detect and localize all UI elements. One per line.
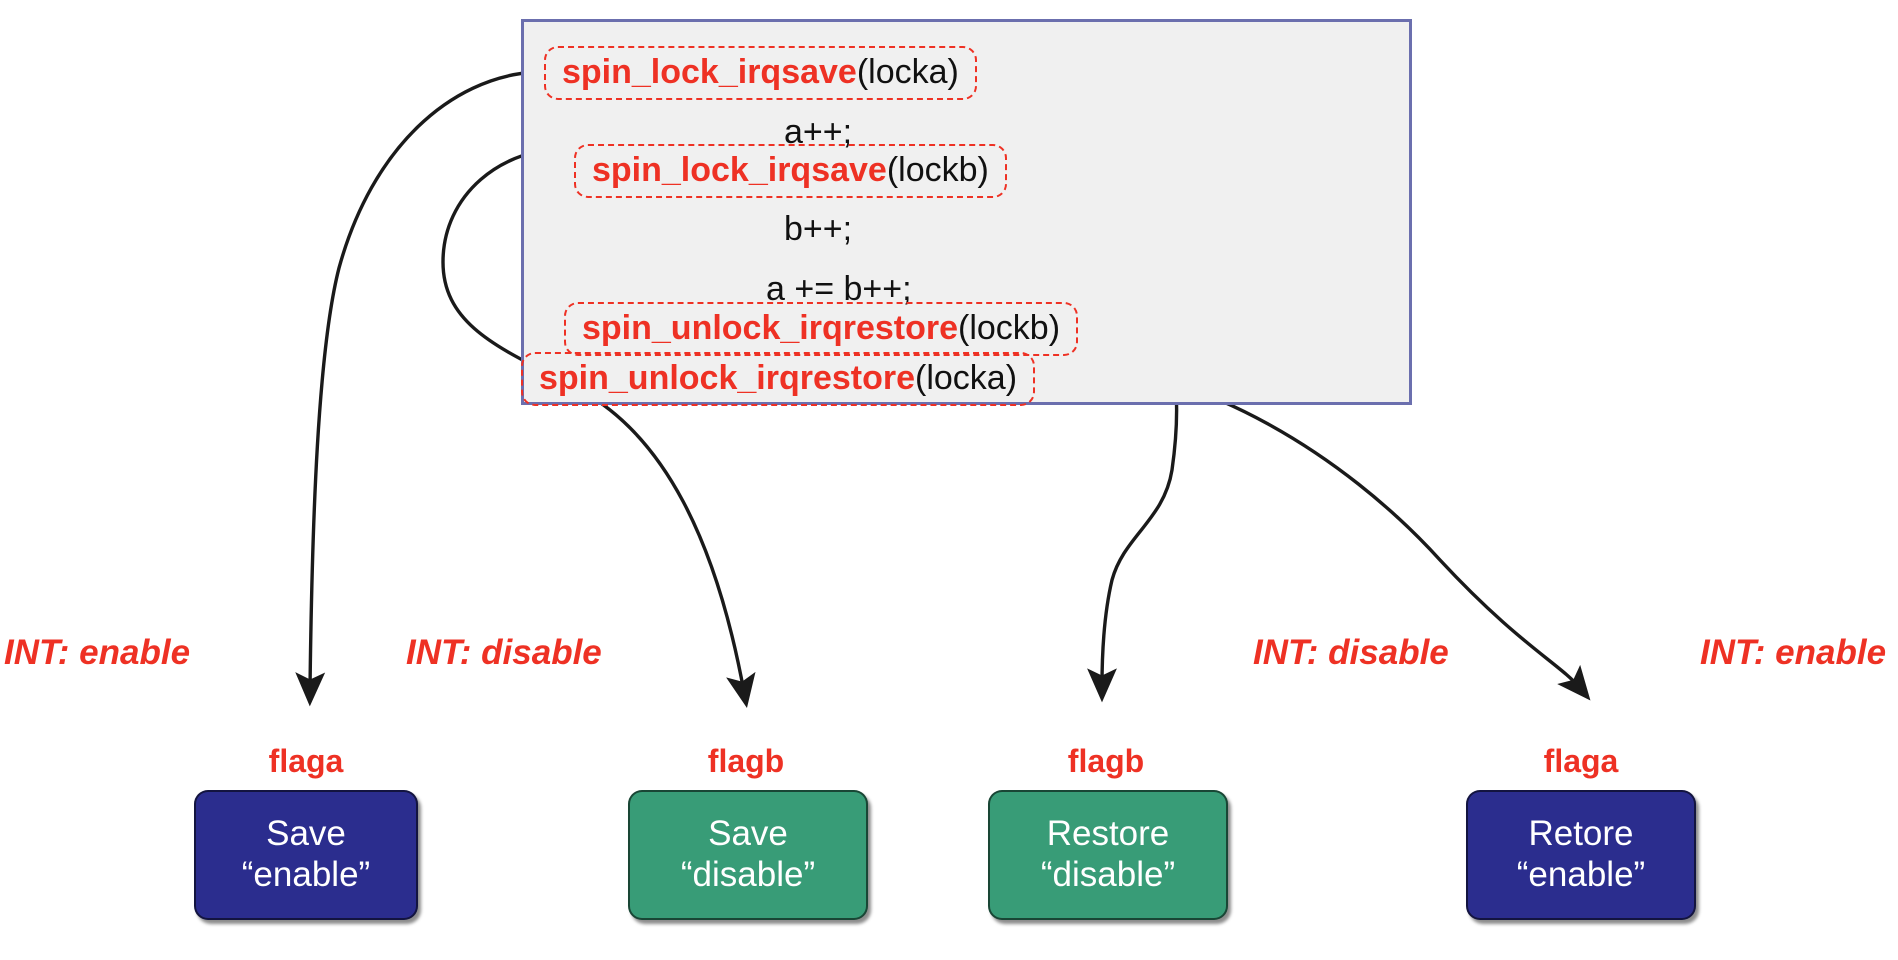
fn-arg: (lockb) <box>886 151 989 189</box>
int-label-1: INT: enable <box>4 633 191 672</box>
state-box-flagb-save[interactable]: Save “disable” <box>628 790 868 920</box>
code-stmt-a-plus-eq-b: a += b++; <box>766 270 912 308</box>
fn-name: spin_lock_irqsave <box>562 53 857 91</box>
state-box-flagb-restore[interactable]: Restore “disable” <box>988 790 1228 920</box>
state-box-action: Retore <box>1528 814 1634 854</box>
fn-arg: (locka) <box>915 359 1018 397</box>
code-stmt-a-incr: a++; <box>784 113 853 151</box>
arrow-lock-locka-to-flaga-save <box>295 70 535 707</box>
flag-label-flaga-restore: flaga <box>1543 743 1619 779</box>
state-box-action: Save <box>708 814 788 854</box>
state-box-value: “enable” <box>1516 855 1646 894</box>
code-panel: spin_lock_irqsave(locka) a++; spin_lock_… <box>521 19 1412 406</box>
flag-label-flaga-save: flaga <box>268 743 344 779</box>
fn-name: spin_unlock_irqrestore <box>539 359 916 397</box>
fn-name: spin_lock_irqsave <box>592 151 887 189</box>
state-box-value: “disable” <box>1040 855 1176 894</box>
code-call-spin-lock-irqsave-locka[interactable]: spin_lock_irqsave(locka) <box>544 46 977 100</box>
state-box-value: “enable” <box>241 855 371 894</box>
code-call-spin-unlock-irqrestore-locka[interactable]: spin_unlock_irqrestore(locka) <box>521 352 1036 406</box>
int-label-2: INT: disable <box>406 633 602 672</box>
state-box-flaga-save[interactable]: Save “enable” <box>194 790 418 920</box>
fn-arg: (lockb) <box>958 309 1061 347</box>
state-box-action: Restore <box>1046 814 1170 854</box>
flag-label-flagb-save: flagb <box>707 743 785 779</box>
state-box-value: “disable” <box>680 855 816 894</box>
code-stmt-b-incr: b++; <box>784 210 853 248</box>
state-box-flaga-restore[interactable]: Retore “enable” <box>1466 790 1696 920</box>
flag-label-flagb-restore: flagb <box>1067 743 1145 779</box>
code-call-spin-lock-irqsave-lockb[interactable]: spin_lock_irqsave(lockb) <box>574 144 1007 198</box>
int-label-3: INT: disable <box>1253 633 1449 672</box>
code-call-spin-unlock-irqrestore-lockb[interactable]: spin_unlock_irqrestore(lockb) <box>564 302 1079 356</box>
fn-name: spin_unlock_irqrestore <box>582 309 959 347</box>
fn-arg: (locka) <box>856 53 959 91</box>
state-box-action: Save <box>266 814 346 854</box>
int-label-4: INT: enable <box>1700 633 1887 672</box>
